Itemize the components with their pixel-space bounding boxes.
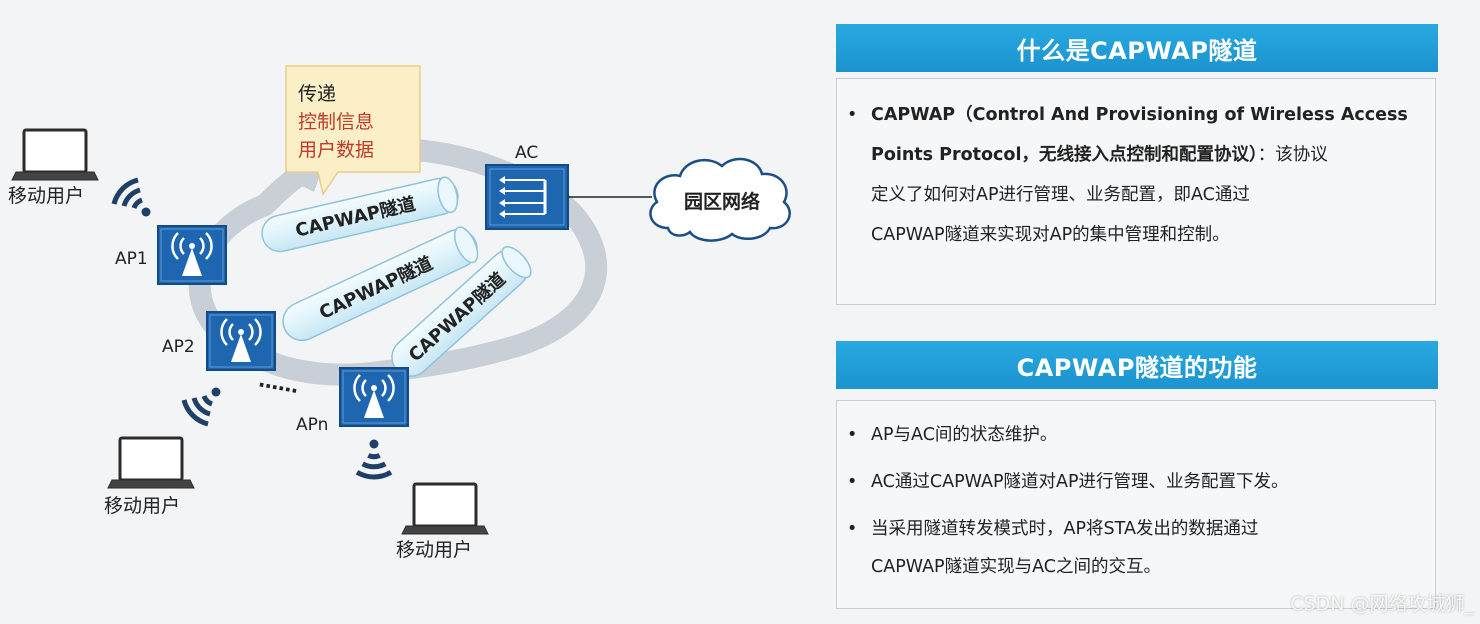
panel-capwap-functions-title: CAPWAP隧道的功能 bbox=[836, 341, 1438, 389]
function-item: 当采用隧道转发模式时，AP将STA发出的数据通过 CAPWAP隧道实现与AC之间… bbox=[837, 510, 1423, 586]
function-item-3-line-1: 当采用隧道转发模式时，AP将STA发出的数据通过 bbox=[871, 519, 1259, 539]
definition-item: CAPWAP（Control And Provisioning of Wirel… bbox=[837, 95, 1423, 255]
laptop-icon bbox=[107, 436, 195, 489]
definition-line-2-rest: ：该协议 bbox=[1257, 145, 1328, 165]
callout-line-1: 传递 bbox=[298, 83, 336, 105]
apn-label: APn bbox=[296, 415, 328, 435]
capwap-network-diagram: 传递 控制信息 用户数据 CAPWAP隧道 CAPWAP隧道 CAPWAP隧道 … bbox=[8, 65, 791, 561]
laptop-icon bbox=[11, 128, 99, 181]
ap2-icon bbox=[206, 311, 276, 371]
definition-line-1: CAPWAP（Control And Provisioning of Wirel… bbox=[871, 105, 1408, 125]
panel-capwap-functions-body: AP与AC间的状态维护。 AC通过CAPWAP隧道对AP进行管理、业务配置下发。… bbox=[836, 400, 1436, 609]
mobile-user-3-label: 移动用户 bbox=[396, 539, 472, 561]
panel-what-is-capwap-title: 什么是CAPWAP隧道 bbox=[836, 24, 1438, 72]
function-item: AP与AC间的状态维护。 bbox=[837, 416, 1423, 454]
mobile-user-1-label: 移动用户 bbox=[8, 185, 84, 207]
panel-what-is-capwap-body: CAPWAP（Control And Provisioning of Wirel… bbox=[836, 78, 1436, 305]
info-callout: 传递 控制信息 用户数据 bbox=[285, 65, 421, 196]
panel-2-title-text: CAPWAP隧道的功能 bbox=[1016, 353, 1258, 382]
ac-label: AC bbox=[515, 143, 538, 163]
wifi-signal-icon bbox=[111, 177, 151, 217]
mobile-user-2-label: 移动用户 bbox=[104, 495, 180, 517]
callout-line-3: 用户数据 bbox=[298, 139, 374, 161]
wifi-signal-icon bbox=[355, 439, 393, 480]
function-item: AC通过CAPWAP隧道对AP进行管理、业务配置下发。 bbox=[837, 463, 1423, 501]
ap1-icon bbox=[157, 225, 227, 285]
panel-1-title-text: 什么是CAPWAP隧道 bbox=[1016, 36, 1258, 65]
laptop-icon bbox=[401, 482, 489, 535]
function-item-1-text: AP与AC间的状态维护。 bbox=[871, 425, 1058, 445]
wifi-signal-icon bbox=[181, 387, 221, 427]
definition-line-2-bold: Points Protocol，无线接入点控制和配置协议） bbox=[871, 145, 1258, 165]
campus-network-label: 园区网络 bbox=[684, 190, 760, 213]
apn-icon bbox=[339, 367, 409, 427]
ap1-label: AP1 bbox=[115, 249, 148, 269]
definition-line-3: 定义了如何对AP进行管理、业务配置，即AC通过 bbox=[871, 185, 1250, 205]
tunnel-1: CAPWAP隧道 bbox=[261, 176, 459, 253]
function-item-2-text: AC通过CAPWAP隧道对AP进行管理、业务配置下发。 bbox=[871, 472, 1289, 492]
campus-network-cloud: 园区网络 bbox=[649, 157, 791, 242]
ap2-label: AP2 bbox=[162, 337, 195, 357]
watermark: CSDN @网络攻城狮_ bbox=[1290, 593, 1474, 615]
function-item-3-line-2: CAPWAP隧道实现与AC之间的交互。 bbox=[871, 557, 1161, 577]
callout-line-2: 控制信息 bbox=[298, 111, 374, 133]
ac-switch-icon bbox=[485, 164, 569, 230]
definition-line-4: CAPWAP隧道来实现对AP的集中管理和控制。 bbox=[871, 225, 1230, 245]
